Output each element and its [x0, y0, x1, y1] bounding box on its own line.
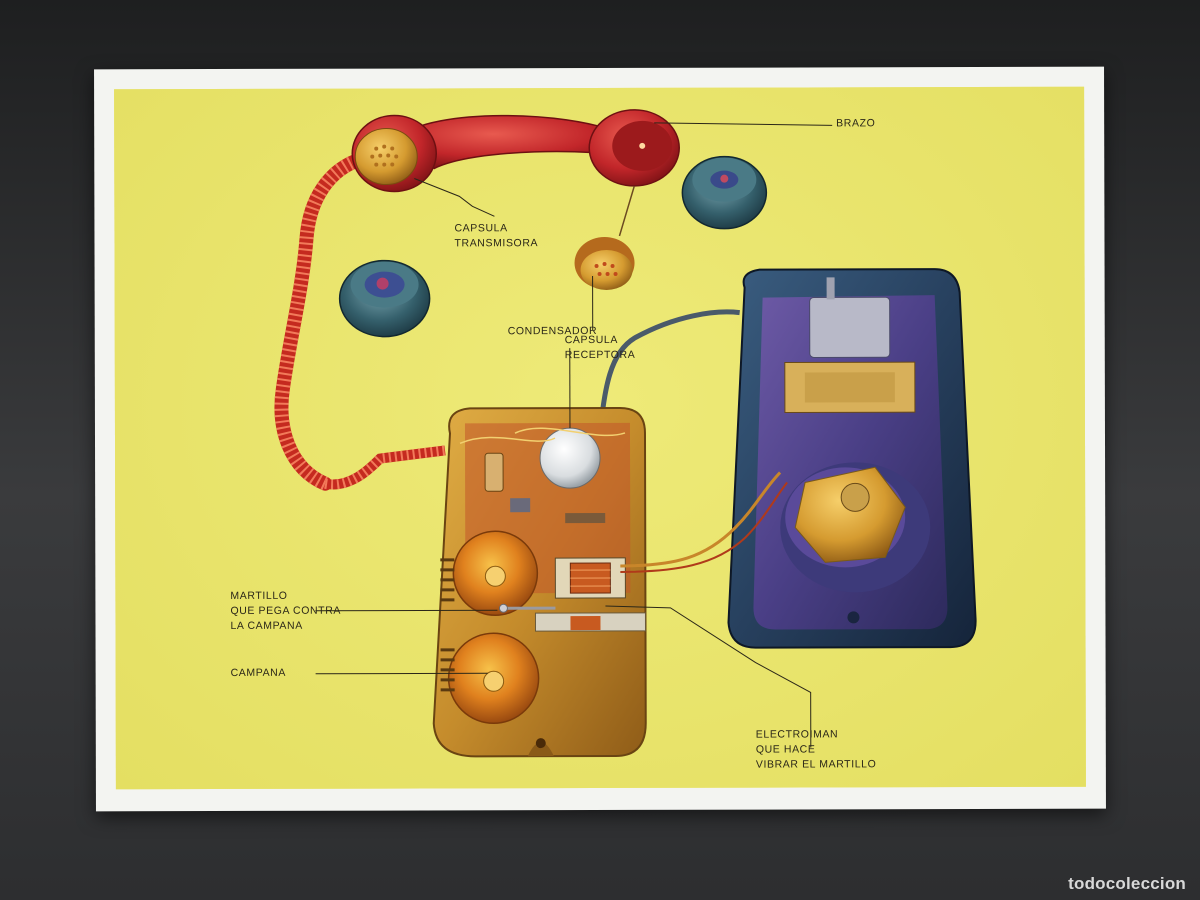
- capacitor: [539, 427, 601, 489]
- telephone-housing: [727, 268, 977, 649]
- label-brazo: BRAZO: [836, 117, 876, 130]
- label-condensador: CONDENSADOR: [507, 325, 598, 338]
- earpiece-cap-left: [338, 259, 431, 338]
- leader-lines: [315, 122, 833, 748]
- coiled-cord: [274, 151, 446, 491]
- handset: [351, 109, 680, 237]
- label-capsula-transmisora: CAPSULA TRANSMISORA: [454, 222, 539, 250]
- receiver-capsule: [574, 236, 635, 290]
- earpiece-cap-right: [681, 155, 768, 230]
- trading-card: BRAZO CAPSULA TRANSMISORA CAPSULA RECEPT…: [94, 66, 1106, 812]
- watermark: todocoleccion: [1068, 874, 1186, 893]
- internal-wiring: [620, 471, 782, 568]
- label-martillo: MARTILLO QUE PEGA CONTRA LA CAMPANA: [230, 589, 341, 632]
- telephone-base: [432, 406, 647, 758]
- diagram-panel: BRAZO CAPSULA TRANSMISORA CAPSULA RECEPT…: [114, 86, 1086, 790]
- telephone-illustration: [274, 109, 977, 758]
- label-campana: CAMPANA: [230, 666, 286, 679]
- label-electroiman: ELECTROIMAN QUE HACE VIBRAR EL MARTILLO: [755, 728, 877, 771]
- connecting-cable: [597, 309, 740, 434]
